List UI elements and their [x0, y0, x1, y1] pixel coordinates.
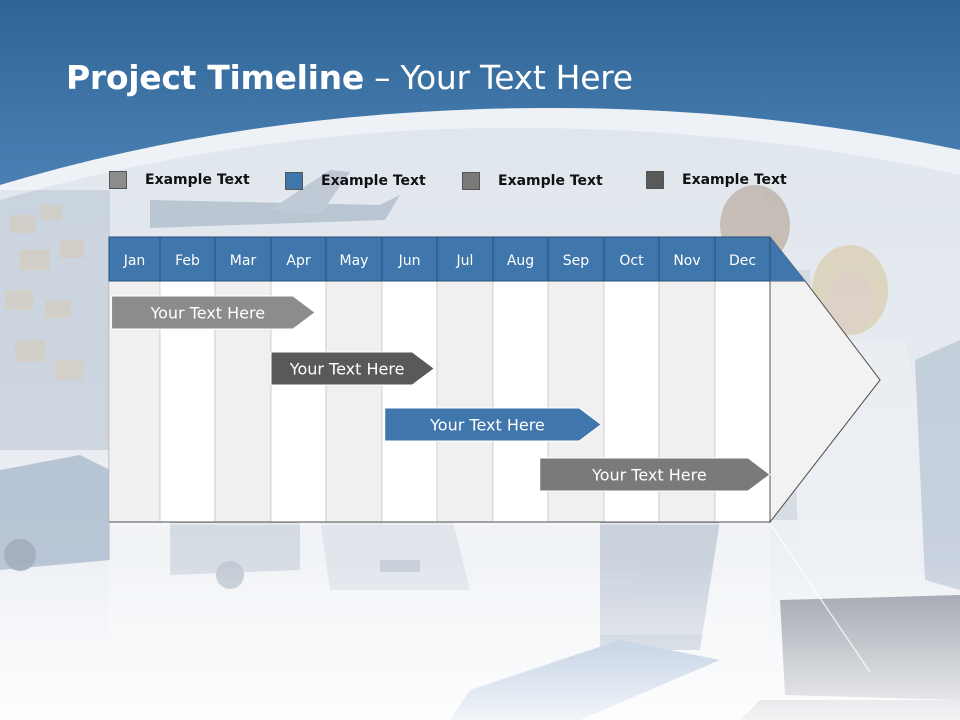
task-label: Your Text Here: [429, 416, 545, 435]
title-strong: Project Timeline: [66, 58, 364, 97]
legend-swatch: [462, 172, 480, 190]
task-label: Your Text Here: [289, 360, 405, 379]
month-column: [381, 280, 438, 523]
task-label: Your Text Here: [149, 304, 265, 323]
legend-label: Example Text: [321, 173, 426, 189]
legend-item: Example Text: [109, 170, 250, 190]
task-bar: [270, 351, 436, 386]
month-label: Jul: [456, 253, 474, 269]
legend-label: Example Text: [682, 172, 787, 188]
legend-item: Example Text: [646, 170, 787, 190]
month-label: May: [340, 253, 369, 269]
month-cell: [159, 236, 216, 282]
legend-swatch: [646, 171, 664, 189]
task-bar: [111, 295, 316, 330]
month-cell: [492, 236, 549, 282]
month-label: Oct: [619, 253, 644, 269]
arrow-reflection-body: [109, 525, 770, 635]
month-cell: [436, 236, 494, 282]
arrow-head: [769, 280, 881, 524]
arrow-reflection: [109, 523, 871, 673]
month-label: Aug: [507, 253, 534, 269]
legend-item: Example Text: [462, 171, 603, 191]
month-label: Nov: [673, 253, 700, 269]
task-bar: [539, 457, 771, 492]
month-label: Feb: [175, 253, 200, 269]
month-label: Apr: [286, 253, 310, 269]
month-label: Jan: [123, 253, 146, 269]
slide-title: Project Timeline – Your Text Here: [66, 58, 633, 97]
month-column: [436, 280, 494, 523]
month-cell: [325, 236, 383, 282]
title-rest: – Your Text Here: [363, 58, 633, 97]
legend-swatch: [285, 172, 303, 190]
legend-item: Example Text: [285, 171, 426, 191]
month-label: Dec: [729, 253, 756, 269]
task-bar: [384, 407, 603, 442]
task-label: Your Text Here: [591, 466, 707, 485]
month-cell: [547, 236, 605, 282]
legend-label: Example Text: [145, 172, 250, 188]
month-cell: [214, 236, 272, 282]
legend-label: Example Text: [498, 173, 603, 189]
month-column: [325, 280, 383, 523]
month-cell: [714, 236, 771, 282]
month-label: Sep: [563, 253, 590, 269]
legend-swatch: [109, 171, 127, 189]
month-cell: [658, 236, 716, 282]
month-cell: [108, 236, 161, 282]
month-label: Mar: [230, 253, 257, 269]
month-column: [492, 280, 549, 523]
month-label: Jun: [398, 253, 421, 269]
